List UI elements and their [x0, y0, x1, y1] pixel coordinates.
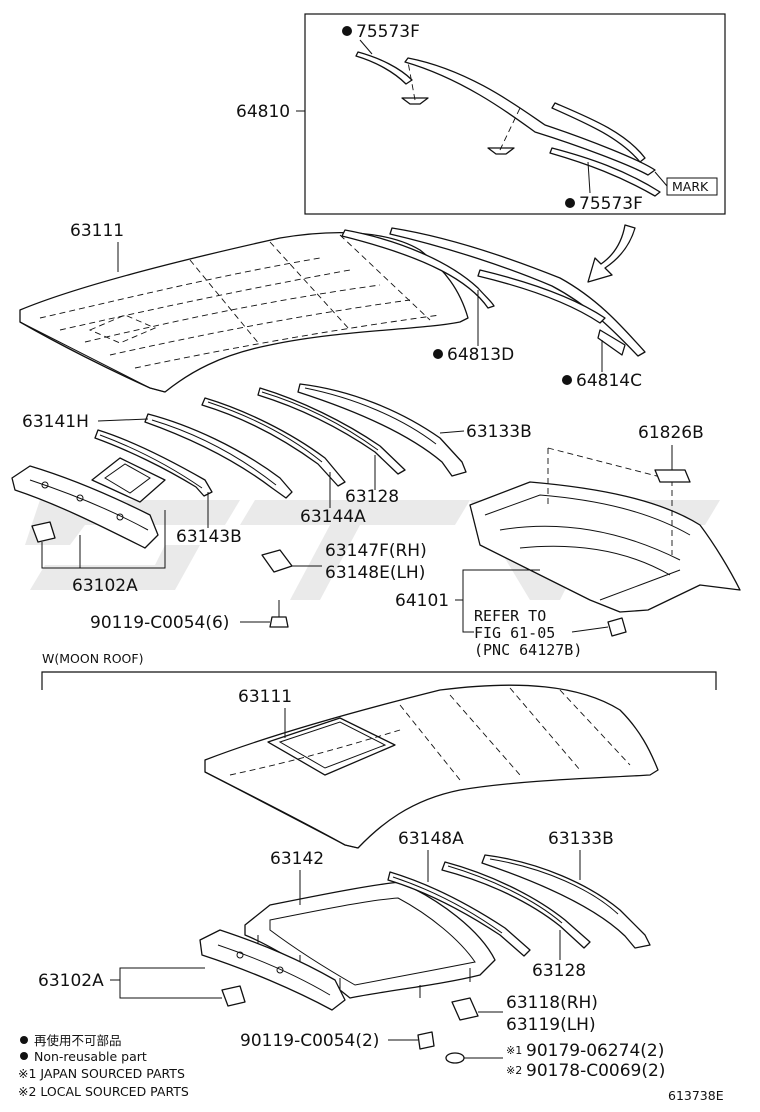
label-90119-upper: 90119-C0054(6): [90, 613, 229, 633]
label-63111-upper: 63111: [70, 221, 124, 241]
inset-mark-label: MARK: [672, 179, 709, 194]
label-63102a-lower: 63102A: [38, 971, 104, 991]
label-64813d: 64813D: [447, 345, 514, 365]
legend-non-reusable-en: Non-reusable part: [34, 1049, 147, 1064]
label-63148a: 63148A: [398, 829, 464, 849]
refer-line-3: (PNC 64127B): [474, 641, 582, 659]
note-1-marker: ※1: [506, 1044, 522, 1057]
label-63147f: 63147F(RH): [325, 541, 427, 561]
label-90179: 90179-06274(2): [526, 1041, 664, 1061]
roof-panel-63111-moonroof: [204, 684, 659, 849]
figure-number: 613738E: [668, 1088, 724, 1103]
label-90178: 90178-C0069(2): [526, 1061, 665, 1081]
package-tray-64101: [469, 447, 741, 637]
roof-panel-63111-upper: [19, 232, 469, 393]
label-63141h: 63141H: [22, 412, 89, 432]
label-63119: 63119(LH): [506, 1015, 596, 1035]
label-63133b-lower: 63133B: [548, 829, 614, 849]
label-63133b-upper: 63133B: [466, 422, 532, 442]
label-75573f-top: 75573F: [356, 22, 420, 42]
legend-local-sourced: ※2 LOCAL SOURCED PARTS: [18, 1084, 189, 1099]
refer-line-2: FIG 61-05: [474, 624, 555, 642]
legend: 再使用不可部品 Non-reusable part ※1 JAPAN SOURC…: [18, 1033, 189, 1099]
label-63111-moonroof: 63111: [238, 687, 292, 707]
label-64810: 64810: [236, 102, 290, 122]
label-75573f-bottom: 75573F: [579, 194, 643, 214]
legend-non-reusable-jp: 再使用不可部品: [34, 1033, 122, 1048]
legend-japan-sourced: ※1 JAPAN SOURCED PARTS: [18, 1066, 185, 1081]
label-63118: 63118(RH): [506, 993, 598, 1013]
label-64814c: 64814C: [576, 371, 642, 391]
roof-moldings-upper: [341, 227, 646, 357]
label-63128-upper: 63128: [345, 487, 399, 507]
label-63102a-upper: 63102A: [72, 576, 138, 596]
label-61826b: 61826B: [638, 423, 704, 443]
label-63144a: 63144A: [300, 507, 366, 527]
inset-box-64810: MARK 75573F 75573F: [304, 13, 726, 215]
label-63128-lower: 63128: [532, 961, 586, 981]
label-64101: 64101: [395, 591, 449, 611]
note-2-marker: ※2: [506, 1064, 522, 1077]
refer-line-1: REFER TO: [474, 607, 546, 625]
section-moon-roof: W(MOON ROOF): [42, 651, 143, 666]
label-63142: 63142: [270, 849, 324, 869]
label-90119-lower: 90119-C0054(2): [240, 1031, 379, 1051]
label-63143b: 63143B: [176, 527, 242, 547]
arrow-icon: [587, 224, 636, 283]
roof-bows-moonroof: [199, 854, 651, 1064]
label-63148e: 63148E(LH): [325, 563, 425, 583]
roof-bows-upper: [11, 383, 467, 628]
